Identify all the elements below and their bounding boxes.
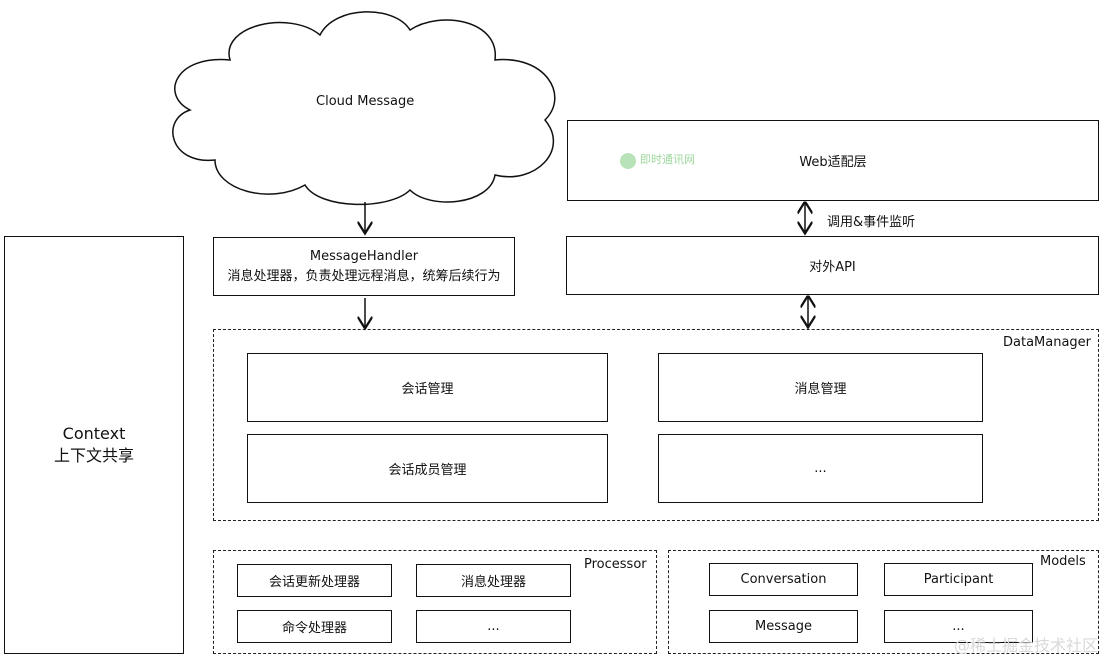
external-api-label: 对外API <box>809 260 856 275</box>
context-box: Context 上下文共享 <box>4 236 184 654</box>
processor-item: 消息处理器 <box>460 575 526 590</box>
member-management-box: 会话成员管理 <box>247 434 608 503</box>
data-manager-item: 会话管理 <box>401 382 454 397</box>
message-processor-box: 消息处理器 <box>416 564 571 597</box>
data-manager-item: 会话成员管理 <box>388 463 467 478</box>
processor-label: Processor <box>584 557 647 572</box>
session-management-box: 会话管理 <box>247 353 608 422</box>
web-adapter-box: Web适配层 <box>567 120 1099 201</box>
conversation-model-box: Conversation <box>709 563 858 596</box>
processor-item: ... <box>487 619 500 634</box>
data-manager-group <box>213 329 1099 521</box>
cloud-label: Cloud Message <box>316 94 415 109</box>
more-model-box: ... <box>884 610 1033 643</box>
watermark-logo-icon <box>620 153 636 169</box>
context-subtitle: 上下文共享 <box>53 446 134 465</box>
participant-model-box: Participant <box>884 563 1033 596</box>
models-item: Message <box>755 619 812 634</box>
web-adapter-label: Web适配层 <box>799 155 867 170</box>
data-manager-item: ... <box>814 461 827 476</box>
footer-watermark: @稀土掘金技术社区 <box>953 636 1098 655</box>
message-handler-desc: 消息处理器，负责处理远程消息，统筹后续行为 <box>227 268 501 284</box>
models-item: Participant <box>923 572 994 587</box>
processor-item: 命令处理器 <box>281 621 347 636</box>
session-update-processor-box: 会话更新处理器 <box>237 564 392 597</box>
models-group <box>668 550 1099 654</box>
processor-group <box>213 550 657 654</box>
arrow-label: 调用&事件监听 <box>827 215 916 230</box>
message-handler-title: MessageHandler <box>309 248 419 264</box>
data-manager-label: DataManager <box>1003 335 1092 350</box>
external-api-box: 对外API <box>566 236 1099 295</box>
more-processor-box: ... <box>416 610 571 643</box>
watermark-text: 即时通讯网 <box>640 153 695 166</box>
message-management-box: 消息管理 <box>658 353 983 422</box>
processor-item: 会话更新处理器 <box>268 575 360 590</box>
message-handler-box: MessageHandler 消息处理器，负责处理远程消息，统筹后续行为 <box>213 237 515 296</box>
command-processor-box: 命令处理器 <box>237 610 392 643</box>
data-manager-item: 消息管理 <box>794 382 847 397</box>
models-label: Models <box>1040 554 1086 569</box>
more-management-box: ... <box>658 434 983 503</box>
cloud-shape <box>172 11 556 206</box>
message-model-box: Message <box>709 610 858 643</box>
context-title: Context <box>62 424 126 443</box>
models-item: ... <box>952 619 965 634</box>
models-item: Conversation <box>740 572 827 587</box>
